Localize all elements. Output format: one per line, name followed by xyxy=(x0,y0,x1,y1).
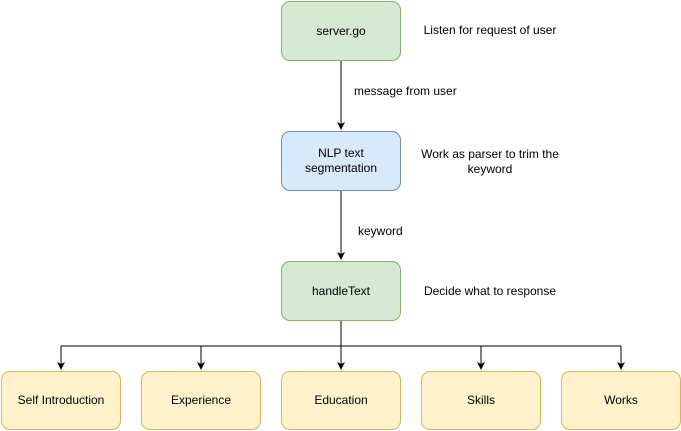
node-works: Works xyxy=(561,371,681,430)
node-nlp-segmentation: NLP text segmentation xyxy=(281,131,401,191)
node-handle-text: handleText xyxy=(281,261,401,321)
note-listen-for-request: Listen for request of user xyxy=(423,23,557,37)
note-decide-response: Decide what to response xyxy=(423,284,557,298)
node-self-introduction: Self Introduction xyxy=(1,371,121,430)
node-skills: Skills xyxy=(421,371,541,430)
edge-label-message-from-user: message from user xyxy=(354,84,457,98)
note-parser-trim-keyword: Work as parser to trim the keyword xyxy=(421,147,559,176)
node-server-go: server.go xyxy=(281,1,401,61)
node-experience: Experience xyxy=(141,371,261,430)
node-education: Education xyxy=(281,371,401,430)
edge-label-keyword: keyword xyxy=(358,224,403,238)
